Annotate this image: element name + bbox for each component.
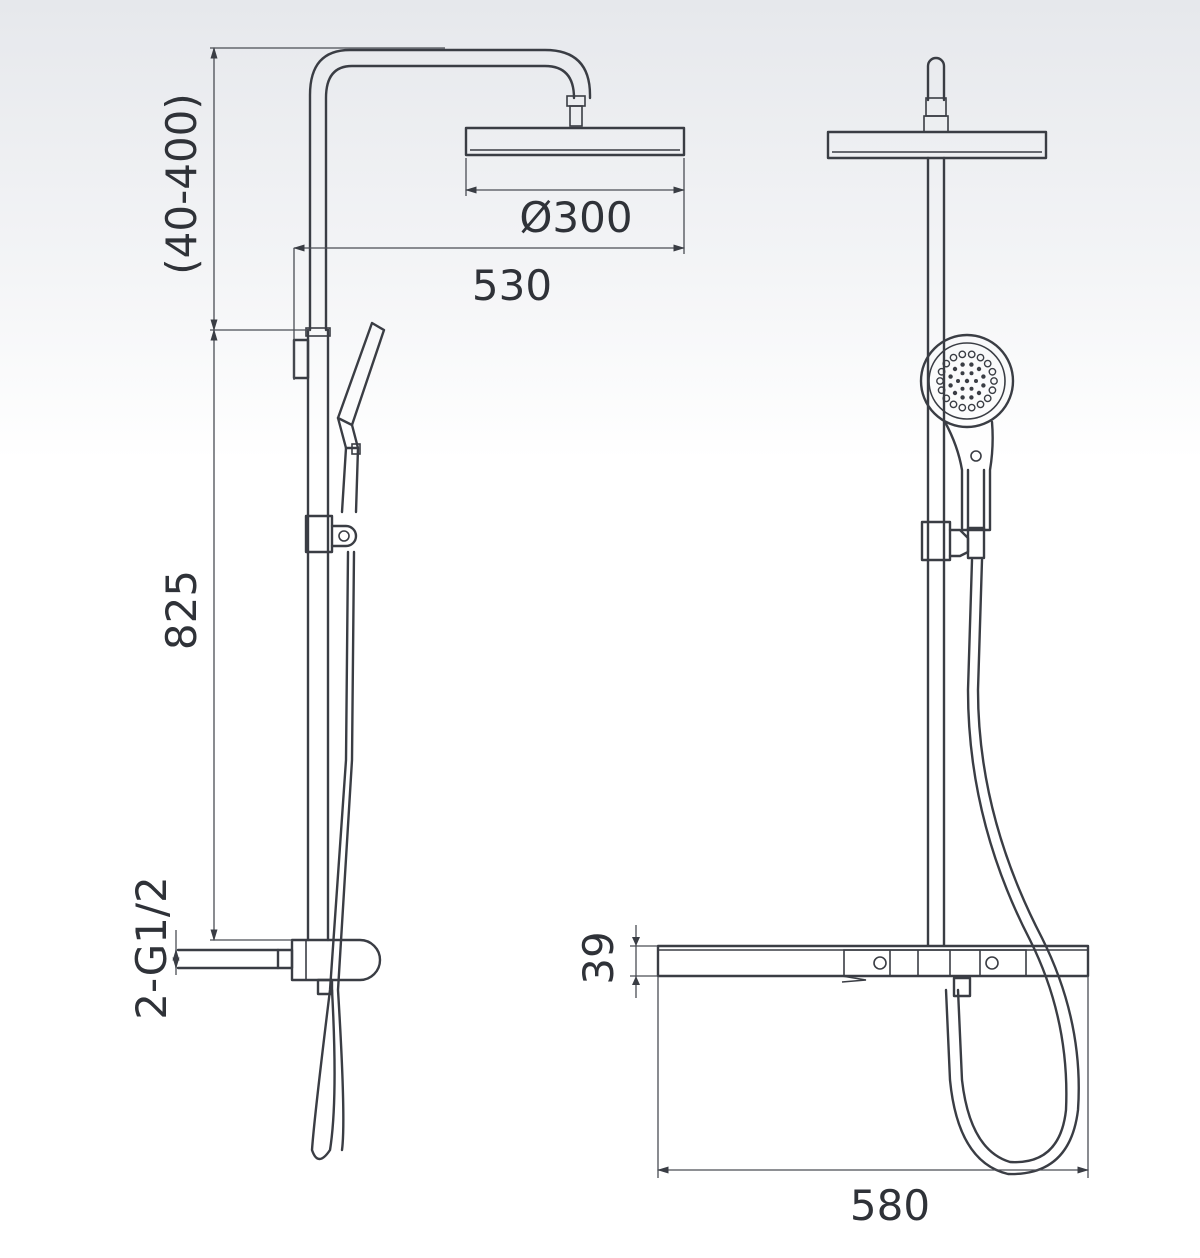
front-view <box>656 56 1090 1176</box>
side-view <box>176 48 686 1161</box>
nozzle-dot <box>969 371 974 376</box>
label-inlet-connection: 2-G1/2 <box>127 876 176 1020</box>
nozzle-dot <box>960 395 965 400</box>
front-hand-shower-face <box>919 333 1015 429</box>
label-slide-bar-height: 825 <box>157 570 206 650</box>
label-adjustable-height: (40-400) <box>157 93 206 275</box>
nozzle-dot <box>937 367 946 376</box>
nozzle-dot <box>948 374 953 379</box>
nozzle-dot <box>990 377 998 385</box>
nozzle-dot <box>983 394 992 403</box>
nozzle-dot <box>969 362 974 367</box>
side-wall-bracket-top <box>292 338 310 380</box>
label-bar-width: 580 <box>850 1181 930 1230</box>
nozzle-dot <box>976 366 982 372</box>
label-arm-reach: 530 <box>472 261 552 310</box>
nozzle-dot <box>948 383 953 388</box>
front-hose <box>956 558 1068 1164</box>
nozzle-dot <box>969 395 974 400</box>
side-head-joint <box>569 105 583 127</box>
side-head-connector <box>566 95 586 107</box>
nozzle-dot <box>960 362 965 367</box>
side-hose <box>310 550 350 1161</box>
nozzle-dot <box>981 374 986 379</box>
front-top-stub <box>926 56 946 102</box>
nozzle-dot <box>976 390 982 396</box>
nozzle-dot <box>988 386 997 395</box>
front-control-knob-left <box>873 956 887 970</box>
nozzle-dot <box>974 379 978 383</box>
nozzle-dot <box>960 371 965 376</box>
nozzle-dot <box>942 359 951 368</box>
nozzle-dot <box>988 367 997 376</box>
side-slider-holder <box>304 514 334 554</box>
front-rain-head <box>826 130 1048 160</box>
nozzle-dot <box>949 400 958 409</box>
dimensions <box>172 46 1090 1178</box>
nozzle-dot <box>976 400 985 409</box>
side-inlet-thread <box>276 948 294 970</box>
nozzle-dot <box>949 353 958 362</box>
side-mixer-body <box>290 938 382 982</box>
nozzle-dot <box>964 378 970 384</box>
nozzle-dot <box>958 403 967 412</box>
front-control-knob-right <box>985 956 999 970</box>
side-riser-pipe <box>308 48 592 332</box>
nozzle-dot <box>937 386 946 395</box>
side-riser-pipe-inner <box>324 64 576 332</box>
front-hand-shower-nozzles <box>936 350 998 412</box>
nozzle-dot <box>981 383 986 388</box>
front-slider-holder <box>920 520 952 562</box>
nozzle-dot <box>967 350 976 359</box>
nozzle-dot <box>967 403 976 412</box>
nozzle-dot <box>969 386 974 391</box>
side-hand-shower <box>336 321 386 427</box>
label-head-diameter: Ø300 <box>519 193 632 242</box>
nozzle-dot <box>983 359 992 368</box>
front-hand-shower-handle <box>943 420 994 532</box>
nozzle-dot <box>956 379 960 383</box>
nozzle-dot <box>942 394 951 403</box>
nozzle-dot <box>958 350 967 359</box>
front-control-panel <box>843 949 1027 977</box>
side-rain-head <box>464 126 686 157</box>
nozzle-dot <box>936 377 944 385</box>
nozzle-dot <box>952 366 958 372</box>
nozzle-dot <box>960 386 965 391</box>
dimension-labels: (40-400) Ø300 530 825 2-G1/2 39 580 <box>127 93 930 1230</box>
nozzle-dot <box>952 390 958 396</box>
label-bar-height: 39 <box>574 931 623 984</box>
nozzle-dot <box>976 353 985 362</box>
